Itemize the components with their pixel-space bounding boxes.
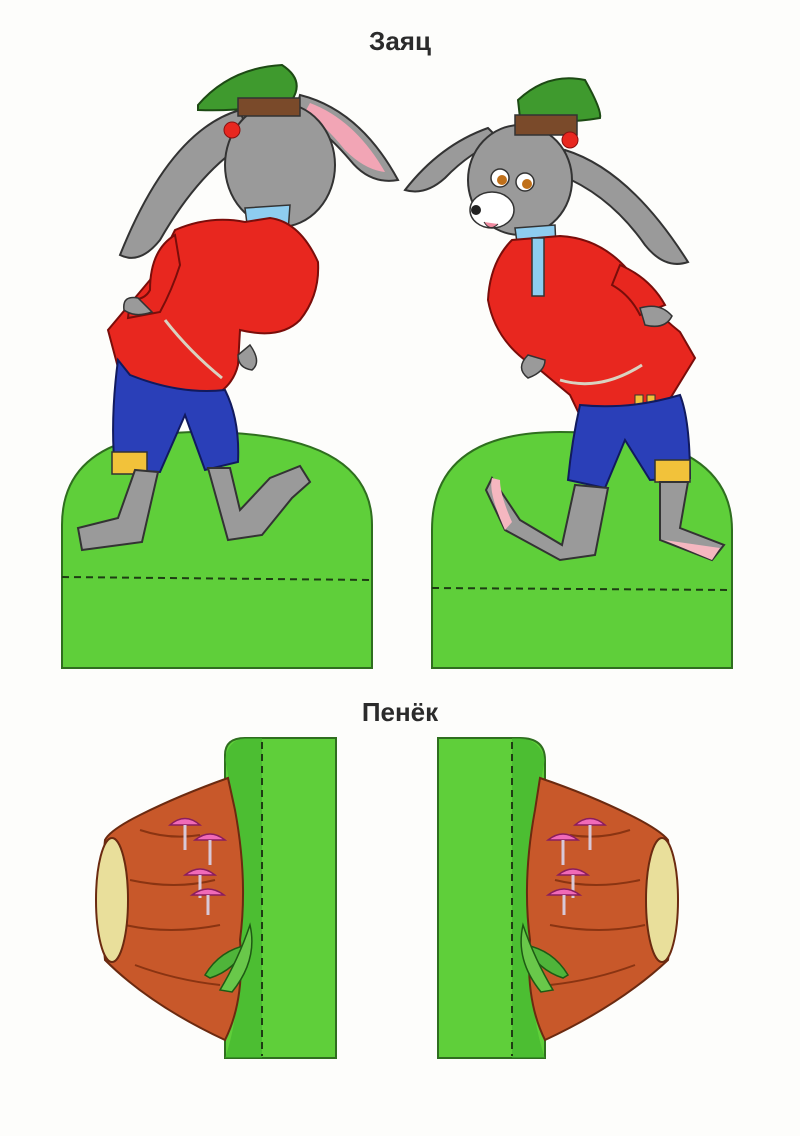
mushroom-icon [167, 817, 203, 850]
mushroom-icon [545, 833, 581, 865]
flower-icon [223, 121, 241, 139]
fold-line-left [61, 576, 373, 581]
stump-right-cutout [437, 737, 679, 1059]
ear-icon [558, 148, 690, 265]
mushroom-icon [545, 888, 583, 915]
stump-section-title: Пенёк [361, 697, 439, 727]
mushroom-icon [572, 817, 608, 850]
nose-icon [471, 205, 481, 215]
blue-pants [112, 357, 240, 474]
hare-section-title: Заяц [369, 26, 431, 56]
mushroom-icon [189, 888, 227, 915]
ear-icon [118, 108, 252, 259]
leaf-icon [520, 922, 555, 993]
hare-front-cutout [403, 77, 733, 669]
mushroom-icon [192, 833, 228, 865]
stump-top-left [95, 837, 129, 963]
stump-top-right [645, 837, 679, 963]
hare-back-cutout [61, 63, 400, 669]
red-shirt [486, 234, 697, 422]
fold-line-right [431, 587, 733, 591]
leaf-icon [218, 922, 253, 993]
stump-left-cutout [95, 737, 337, 1059]
flower-icon [561, 131, 579, 149]
